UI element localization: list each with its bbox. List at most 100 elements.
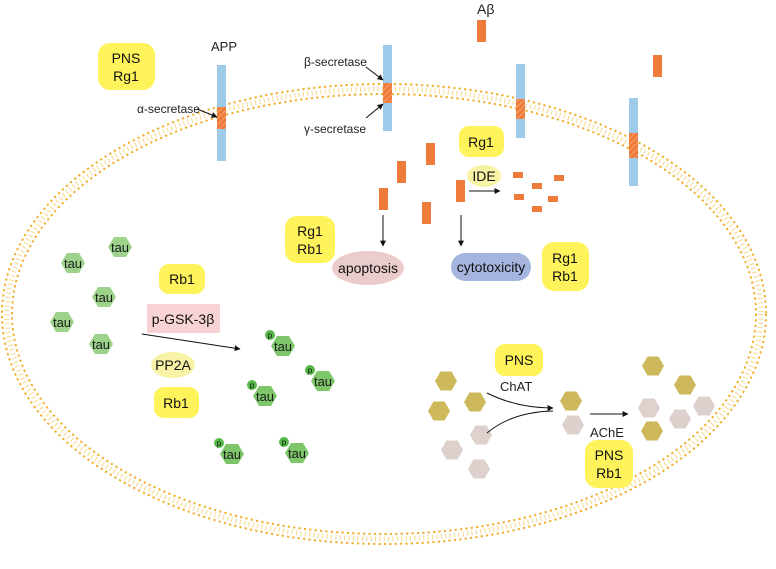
apoptosis-node [332,251,404,285]
choline-molecule [470,425,492,445]
gsk3b-label: p-GSK-3β [152,311,215,327]
choline-molecule [468,459,490,479]
drug-box-pns-chat: PNS [495,344,543,376]
svg-text:tau: tau [223,447,241,462]
svg-text:Rg1: Rg1 [113,68,139,84]
svg-text:tau: tau [92,337,110,352]
abeta-piece [514,194,524,200]
svg-text:PNS: PNS [595,447,624,463]
chat-choline-arrow [486,410,554,434]
abeta-piece [513,172,523,178]
svg-text:p: p [282,438,287,447]
svg-text:p: p [268,331,273,340]
drug-box-rb1-pp2a: Rb1 [154,387,199,418]
tau-protein: tau [108,237,132,257]
phosphorylation-arrow [141,333,241,352]
abeta-piece [532,206,542,212]
svg-text:Rg1: Rg1 [552,250,578,266]
svg-text:p: p [250,381,255,390]
abeta-fragment [477,20,486,42]
tau-protein: tau [61,253,85,273]
apoptosis-label: apoptosis [338,260,398,276]
alpha-secretase-arrow [196,108,218,118]
svg-text:PNS: PNS [505,352,534,368]
app-label: APP [211,39,237,54]
drug-box-rg1-rb1-apoptosis: Rg1 Rb1 [285,216,335,263]
ache-label: AChE [590,425,624,440]
acetylcholine-molecule [674,375,696,395]
acetylcholine-molecule [560,391,582,411]
choline-molecule [562,415,584,435]
app-cleavage-site [629,133,638,158]
app-proteins [217,45,638,186]
cytotoxicity-node [451,253,531,281]
tau-group: tau tau tau tau tau [50,237,132,354]
cytotoxicity-label: cytotoxicity [457,259,525,275]
app-cleavage-site [516,99,525,119]
abeta-fragments [379,20,662,224]
p-tau-protein: tau p [265,330,295,356]
drug-box-rb1-gsk: Rb1 [159,264,205,294]
svg-text:tau: tau [95,290,113,305]
choline-molecule [441,440,463,460]
tau-protein: tau [89,334,113,354]
svg-text:tau: tau [111,240,129,255]
svg-text:p: p [217,439,222,448]
abeta-piece [548,196,558,202]
ide-enzyme [467,165,501,187]
gamma-secretase-arrow [365,103,384,119]
drug-box-rg1-ide: Rg1 [459,126,504,157]
p-tau-protein: tau p [305,365,335,391]
acetylcholine-molecule [464,392,486,412]
abeta-piece [532,183,542,189]
pp2a-label: PP2A [155,357,191,373]
svg-text:Rb1: Rb1 [163,395,189,411]
svg-text:tau: tau [274,339,292,354]
svg-text:Rg1: Rg1 [468,134,494,150]
choline-molecule [669,409,691,429]
tau-protein: tau [92,287,116,307]
acetylcholine-molecule [642,356,664,376]
svg-text:PNS: PNS [112,50,141,66]
pp2a-enzyme [151,352,195,378]
abeta-fragment [379,188,388,210]
alpha-cleavage-site [217,107,226,129]
svg-text:Rb1: Rb1 [596,465,622,481]
p-tau-protein: tau p [214,438,244,464]
acetylcholine-molecule [428,401,450,421]
svg-text:Rb1: Rb1 [169,271,195,287]
abeta-fragment [397,161,406,183]
abeta-fragment [653,55,662,77]
beta-secretase-arrow [365,66,384,81]
abeta-fragment [426,143,435,165]
beta-gamma-cleavage-site [383,83,392,103]
acetylcholine-molecule [435,371,457,391]
choline-group [441,396,715,479]
cell-membrane [1,83,767,545]
ide-label: IDE [472,168,495,184]
tau-protein: tau [50,312,74,332]
abeta-piece [554,175,564,181]
acetylcholine-molecule [641,421,663,441]
svg-text:Rb1: Rb1 [297,241,323,257]
p-tau-protein: tau p [247,380,277,406]
svg-text:Rg1: Rg1 [297,223,323,239]
svg-text:tau: tau [314,374,332,389]
chat-synthesis-arrow [486,392,554,411]
abeta-label: Aβ [477,1,494,17]
alpha-secretase-label: α-secretase [137,102,200,116]
svg-text:tau: tau [53,315,71,330]
drug-box-rg1-rb1-cytotoxicity: Rg1 Rb1 [542,242,589,291]
svg-text:tau: tau [256,389,274,404]
chat-label: ChAT [500,379,532,394]
svg-text:tau: tau [288,446,306,461]
svg-text:Rb1: Rb1 [552,268,578,284]
p-tau-group: tau p tau p tau p tau p tau p [214,330,335,464]
drug-box-pns-rg1: PNS Rg1 [98,43,155,90]
choline-molecule [638,398,660,418]
svg-text:tau: tau [64,256,82,271]
abeta-fragment [422,202,431,224]
abeta-fragment [456,180,465,202]
p-tau-protein: tau p [279,437,309,463]
